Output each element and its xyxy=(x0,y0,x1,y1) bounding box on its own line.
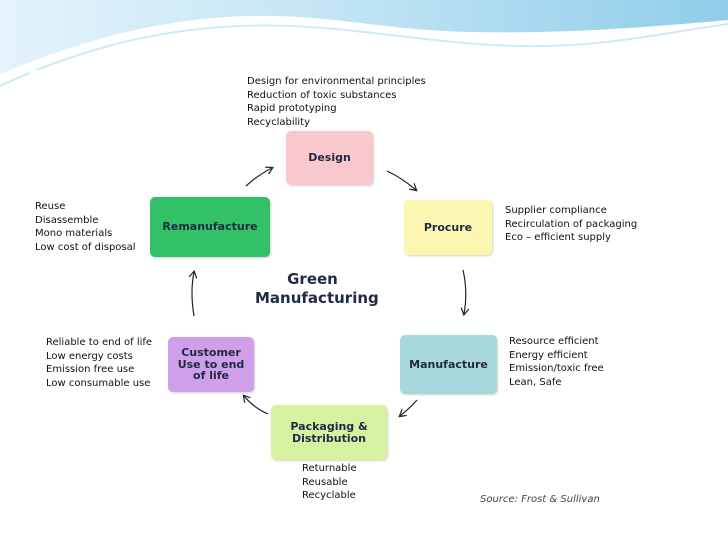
stage-label-line: of life xyxy=(193,369,229,383)
arrow-packaging-to-customer xyxy=(244,396,269,415)
list-item: Reuse xyxy=(35,201,66,212)
list-item: Lean, Safe xyxy=(509,376,562,388)
arrow-procure-to-manufacture xyxy=(463,269,466,314)
stage-customer-use: Customer Use to end of life xyxy=(168,337,254,392)
list-item: Recyclable xyxy=(302,490,356,502)
list-item: Disassemble xyxy=(35,214,99,226)
list-item: Energy efficient xyxy=(509,349,588,361)
stage-label: Remanufacture xyxy=(162,220,258,234)
list-item: Returnable xyxy=(302,463,357,474)
arrow-manufacture-to-packaging xyxy=(400,399,418,416)
arrow-customer-to-remanufacture xyxy=(192,272,194,317)
stage-procure: Procure xyxy=(404,200,492,255)
procure-notes: Supplier compliance Recirculation of pac… xyxy=(505,204,637,245)
packaging-notes: Returnable Reusable Recyclable xyxy=(302,462,357,503)
stage-packaging-distribution: Packaging & Distribution xyxy=(271,405,387,460)
stage-remanufacture: Remanufacture xyxy=(150,197,270,257)
stage-label-line: Customer xyxy=(181,346,241,360)
stage-design: Design xyxy=(286,131,373,185)
list-item: Design for environmental principles xyxy=(247,76,426,87)
list-item: Low consumable use xyxy=(46,377,151,389)
stage-manufacture: Manufacture xyxy=(400,335,497,394)
list-item: Supplier compliance xyxy=(505,205,607,216)
stage-label-line: Packaging & xyxy=(290,419,368,433)
list-item: Reliable to end of life xyxy=(46,337,153,348)
stage-label: Design xyxy=(308,151,351,165)
customer-notes: Reliable to end of life Low energy costs… xyxy=(46,336,152,390)
stage-label-line: Distribution xyxy=(291,431,366,445)
diagram-title: Green Manufacturing xyxy=(255,270,379,308)
arrow-design-to-procure xyxy=(386,170,416,190)
stage-label: Procure xyxy=(423,220,473,234)
title-line: Green xyxy=(287,270,338,288)
list-item: Reduction of toxic substances xyxy=(247,89,397,101)
stage-label: Manufacture xyxy=(409,357,488,371)
list-item: Recirculation of packaging xyxy=(505,218,638,230)
list-item: Eco – efficient supply xyxy=(505,232,611,244)
list-item: Rapid prototyping xyxy=(247,103,337,115)
source-credit: Source: Frost & Sullivan xyxy=(480,494,600,505)
list-item: Low energy costs xyxy=(46,350,133,362)
list-item: Recyclability xyxy=(247,116,310,128)
list-item: Mono materials xyxy=(35,228,113,240)
list-item: Low cost of disposal xyxy=(35,241,136,253)
title-line: Manufacturing xyxy=(255,289,379,307)
manufacture-notes: Resource efficient Energy efficient Emis… xyxy=(509,335,604,389)
list-item: Emission/toxic free xyxy=(509,363,604,375)
stage-label-line: Use to end xyxy=(177,357,245,371)
design-notes: Design for environmental principles Redu… xyxy=(247,75,426,129)
list-item: Emission free use xyxy=(46,364,135,376)
arrow-remanufacture-to-design xyxy=(245,168,272,187)
remanufacture-notes: Reuse Disassemble Mono materials Low cos… xyxy=(35,200,136,254)
list-item: Resource efficient xyxy=(509,336,599,347)
list-item: Reusable xyxy=(302,476,348,488)
